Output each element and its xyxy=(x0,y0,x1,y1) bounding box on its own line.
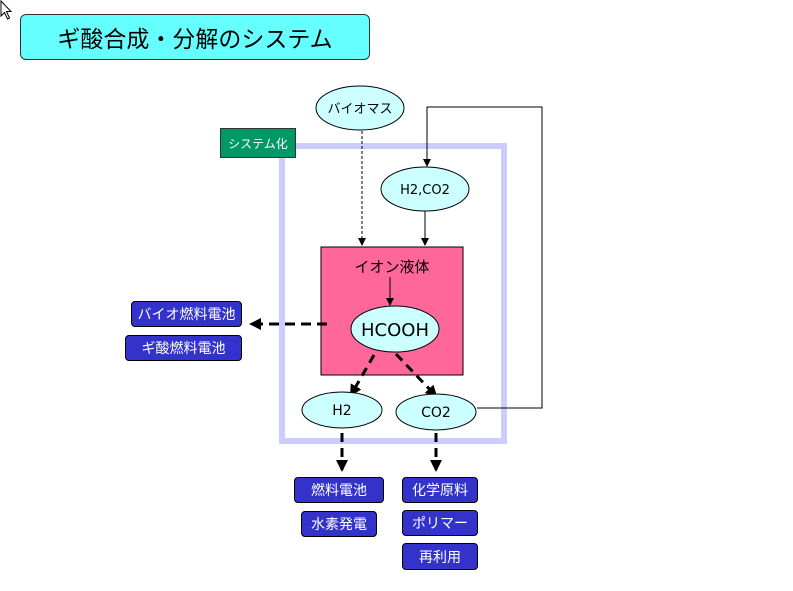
output-hydrogen-power: 水素発電 xyxy=(301,511,377,537)
output-chemical-feedstock: 化学原料 xyxy=(402,477,478,503)
output-bio-fuel-cell: バイオ燃料電池 xyxy=(131,301,242,327)
output-reuse: 再利用 xyxy=(402,543,478,570)
system-frame xyxy=(279,143,507,444)
h2-label: H2 xyxy=(332,403,351,419)
output-formic-fuel-cell: ギ酸燃料電池 xyxy=(125,335,242,361)
recycle-line xyxy=(423,106,543,409)
biomass-label: バイオマス xyxy=(327,102,392,117)
biomass-node xyxy=(315,85,405,131)
hcooh-to-co2-arrow xyxy=(394,352,438,398)
mouse-cursor-icon xyxy=(0,0,13,20)
page-title: ギ酸合成・分解のシステム xyxy=(20,14,370,60)
h2co2-label: H2,CO2 xyxy=(400,183,450,198)
h2co2-node xyxy=(380,166,470,212)
co2-node xyxy=(395,393,477,431)
output-fuel-cell: 燃料電池 xyxy=(294,477,384,503)
hcooh-to-h2-arrow xyxy=(349,354,376,397)
ionic-liquid-label: イオン液体 xyxy=(354,258,429,276)
hcooh-node xyxy=(350,305,440,353)
system-tag: システム化 xyxy=(220,128,296,158)
hcooh-label: HCOOH xyxy=(361,320,429,341)
output-polymer: ポリマー xyxy=(402,510,478,536)
h2-node xyxy=(301,391,383,429)
co2-label: CO2 xyxy=(421,405,451,421)
